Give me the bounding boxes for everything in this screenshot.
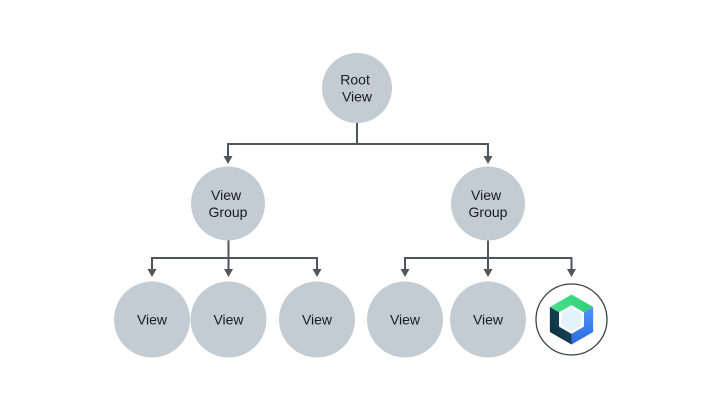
- node-view-group-left: View Group: [191, 166, 265, 241]
- root-view-label: Root View: [340, 72, 373, 105]
- view-5-label: View: [473, 312, 504, 328]
- connector-right-group-to-children: [404, 240, 573, 270]
- view-2-circle: [190, 281, 267, 358]
- compose-icon-center-hexagon: [559, 305, 584, 334]
- view-1-circle: [114, 281, 190, 358]
- jetpack-compose-icon: [549, 294, 594, 345]
- arrowhead-view-5: [483, 269, 493, 277]
- arrowhead-view-1: [147, 269, 157, 277]
- node-compose: [535, 283, 608, 356]
- node-view-5: View: [450, 281, 526, 358]
- view-4-label: View: [390, 312, 421, 328]
- arrowhead-view-4: [400, 269, 410, 277]
- view-group-right-label: View Group: [469, 187, 508, 220]
- node-view-2: View: [190, 281, 267, 358]
- arrowhead-left-group: [223, 156, 233, 164]
- view-3-label: View: [302, 312, 333, 328]
- node-view-4: View: [367, 281, 443, 358]
- view-group-left-circle: [191, 166, 265, 241]
- view-4-circle: [367, 281, 443, 358]
- arrowhead-right-group: [483, 156, 493, 164]
- node-view-group-right: View Group: [451, 166, 525, 241]
- node-view-3: View: [279, 281, 355, 358]
- arrowheads: [147, 156, 576, 277]
- arrowhead-view-2: [224, 269, 233, 277]
- view-5-circle: [450, 281, 526, 358]
- connector-root-to-groups: [227, 123, 489, 158]
- view-2-label: View: [213, 312, 244, 328]
- view-1-label: View: [137, 312, 168, 328]
- connector-lines: [151, 123, 573, 270]
- view-group-left-label: View Group: [209, 187, 248, 220]
- node-view-1: View: [114, 281, 190, 358]
- arrowhead-compose-node: [567, 269, 576, 277]
- arrowhead-view-3: [312, 269, 322, 277]
- connector-left-group-to-children: [151, 240, 318, 270]
- node-root-view: Root View: [322, 53, 392, 123]
- view-group-right-circle: [451, 166, 525, 241]
- view-3-circle: [279, 281, 355, 358]
- root-view-circle: [322, 53, 392, 123]
